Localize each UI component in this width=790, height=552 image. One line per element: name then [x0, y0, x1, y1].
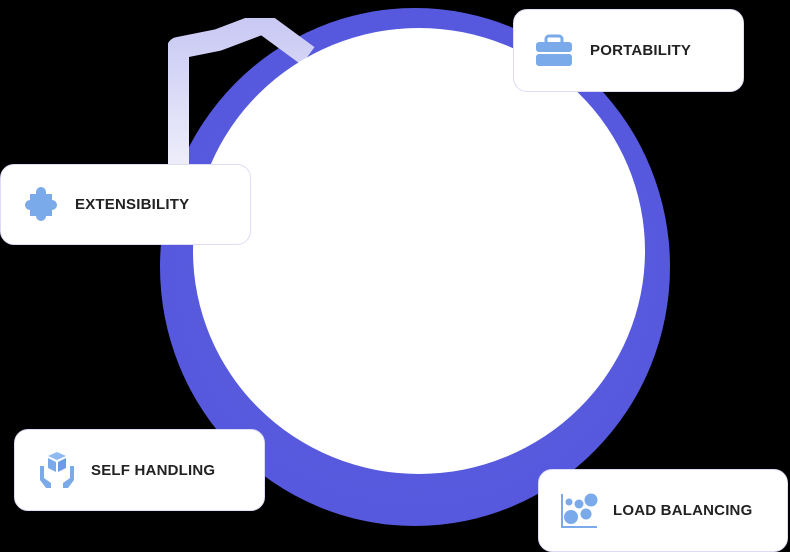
- puzzle-icon: [21, 185, 61, 225]
- hands-box-icon: [37, 450, 77, 490]
- feature-card-load-balancing[interactable]: LOAD BALANCING: [538, 469, 788, 552]
- bracket-connector: [168, 18, 315, 168]
- scatter-chart-icon: [559, 491, 599, 531]
- toolbox-icon: [534, 31, 574, 71]
- center-circle: [193, 28, 645, 474]
- feature-label: LOAD BALANCING: [613, 502, 753, 519]
- feature-label: PORTABILITY: [590, 42, 692, 59]
- feature-card-self-handling[interactable]: SELF HANDLING: [14, 429, 265, 511]
- feature-card-portability[interactable]: PORTABILITY: [513, 9, 744, 92]
- feature-label: EXTENSIBILITY: [75, 196, 190, 213]
- feature-card-extensibility[interactable]: EXTENSIBILITY: [0, 164, 251, 245]
- feature-label: SELF HANDLING: [91, 461, 216, 479]
